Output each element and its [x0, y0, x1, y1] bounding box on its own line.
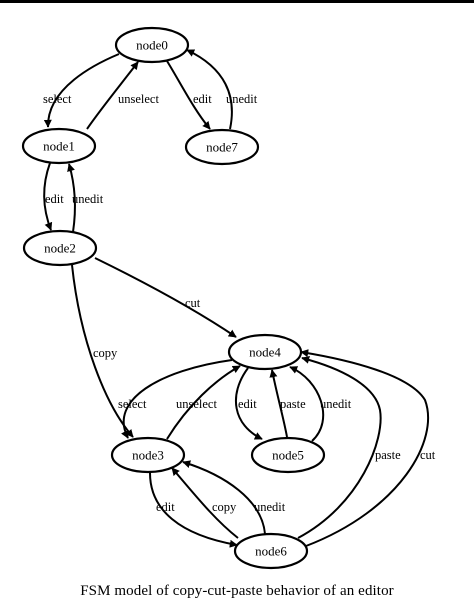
state-label: node1: [43, 139, 75, 154]
state-node0: node0: [114, 26, 190, 64]
state-node1: node1: [21, 127, 97, 165]
edge-node4-to-node5-edit: edit: [234, 367, 263, 440]
edge-node5-to-node4-paste: paste: [269, 369, 306, 438]
state-label: node6: [255, 544, 287, 559]
edge-label: edit: [238, 397, 257, 411]
state-ellipse: [227, 333, 303, 371]
figure-caption: FSM model of copy-cut-paste behavior of …: [80, 583, 394, 599]
edge-node3-to-node4-unselect: unselect: [166, 365, 241, 440]
edge-node0-to-node1-select: select: [43, 53, 120, 128]
edge-node3-to-node6-edit: edit: [149, 472, 238, 548]
edge-label: select: [118, 397, 147, 411]
edge-label: paste: [375, 448, 401, 462]
edge-arrow: [43, 53, 120, 128]
edge-node6-to-node3-copy: copy: [171, 467, 239, 539]
edge-label: copy: [93, 346, 118, 360]
edge-arrow: [43, 162, 53, 231]
edge-label: unedit: [254, 500, 286, 514]
edge-node2-to-node3-copy: copy: [71, 264, 134, 438]
state-label: node7: [206, 140, 238, 155]
edge-label: edit: [193, 92, 212, 106]
edge-label: unedit: [320, 397, 352, 411]
state-node7: node7: [184, 128, 260, 166]
edge-arrow: [67, 163, 76, 233]
edge-node2-to-node4-cut: cut: [94, 257, 237, 338]
edge-arrow: [166, 365, 241, 440]
edge-label: unselect: [118, 92, 159, 106]
edge-node6-to-node4-cut: cut: [300, 349, 436, 547]
state-label: node0: [136, 38, 168, 53]
edge-arrow: [149, 472, 238, 548]
edge-arrow: [171, 467, 239, 539]
edge-node2-to-node1-unedit: unedit: [67, 163, 104, 233]
edge-label: paste: [280, 397, 306, 411]
edge-node4-to-node3-select: select: [118, 359, 233, 439]
edge-label: unedit: [226, 92, 258, 106]
edge-arrow: [289, 366, 325, 442]
state-label: node5: [272, 448, 304, 463]
state-node6: node6: [233, 532, 309, 570]
edge-label: unselect: [176, 397, 217, 411]
state-ellipse: [21, 127, 97, 165]
state-ellipse: [114, 26, 190, 64]
edge-node6-to-node3-unedit: unedit: [182, 460, 286, 535]
edge-arrow: [94, 257, 237, 338]
edge-arrow: [300, 349, 430, 547]
state-node5: node5: [250, 436, 326, 474]
edge-label: copy: [212, 500, 237, 514]
edge-node1-to-node2-edit: edit: [43, 162, 64, 231]
edge-label: select: [43, 92, 72, 106]
edge-node0-to-node7-edit: edit: [166, 60, 212, 130]
state-node2: node2: [22, 229, 98, 267]
state-diagram: select unselect edit unedit edit unedit cut cop…: [21, 26, 436, 570]
state-ellipse: [233, 532, 309, 570]
edge-arrow: [182, 460, 266, 535]
state-ellipse: [184, 128, 260, 166]
state-ellipse: [110, 436, 186, 474]
state-ellipse: [250, 436, 326, 474]
edge-arrow: [234, 367, 263, 440]
edge-arrow: [166, 60, 211, 130]
edge-node1-to-node0-unselect: unselect: [86, 61, 159, 130]
state-label: node4: [249, 345, 281, 360]
edge-node5-to-node4-unedit: unedit: [289, 366, 352, 442]
edge-arrow: [86, 61, 139, 130]
edge-arrow: [297, 355, 382, 539]
state-node3: node3: [110, 436, 186, 474]
edge-label: cut: [420, 448, 436, 462]
edge-arrow: [121, 359, 233, 439]
edge-label: cut: [185, 296, 201, 310]
edge-node7-to-node0-unedit: unedit: [186, 49, 258, 130]
state-node4: node4: [227, 333, 303, 371]
edge-label: unedit: [72, 192, 104, 206]
state-ellipse: [22, 229, 98, 267]
edge-label: edit: [156, 500, 175, 514]
state-label: node3: [132, 448, 164, 463]
edge-label: edit: [45, 192, 64, 206]
top-rule: [0, 0, 474, 3]
edge-arrow: [269, 369, 288, 438]
edge-node6-to-node4-paste: paste: [297, 355, 401, 539]
edge-arrow: [186, 49, 233, 130]
state-label: node2: [44, 241, 76, 256]
